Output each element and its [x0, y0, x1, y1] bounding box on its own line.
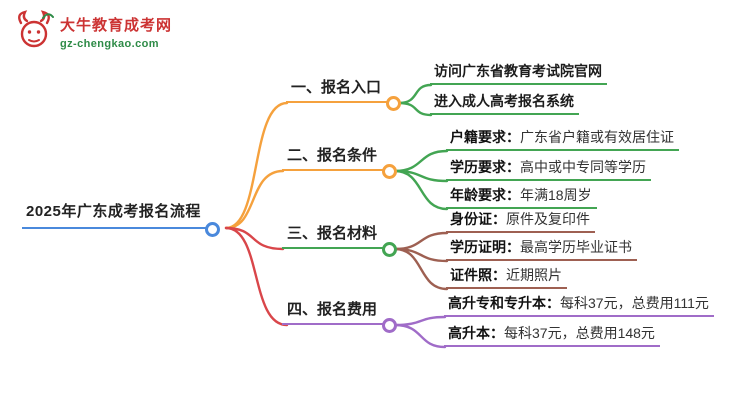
leaf-node-materials-3: 证件照：近期照片	[446, 266, 567, 289]
leaf-node-entry-2: 进入成人高考报名系统	[430, 92, 579, 115]
leaf-text: 每科37元，总费用148元	[504, 325, 655, 341]
connector-entry-leaf2	[397, 101, 433, 117]
leaf-node-fees-2: 高升本：每科37元，总费用148元	[444, 324, 660, 347]
logo-title: 大牛教育成考网	[60, 17, 173, 34]
branch-conditions-label: 二、报名条件	[282, 146, 384, 171]
connector-fees-leaf2	[393, 323, 447, 349]
branch-fees-label: 四、报名费用	[282, 300, 384, 325]
leaf-node-materials-2: 学历证明：最高学历毕业证书	[446, 238, 637, 261]
connector-fees-leaf1	[393, 315, 447, 327]
logo: 大牛教育成考网 gz-chengkao.com	[14, 10, 172, 52]
leaf-node-fees-1: 高升专和专升本：每科37元，总费用111元	[444, 294, 714, 317]
connector-conditions-leaf1	[393, 149, 449, 173]
root-node: 2025年广东成考报名流程	[22, 202, 220, 237]
connector-entry-leaf1	[397, 83, 433, 105]
branch-node-conditions: 二、报名条件	[282, 146, 397, 179]
bull-logo-icon	[18, 10, 54, 48]
branch-conditions-dot	[382, 164, 397, 179]
leaf-node-materials-1: 身份证：原件及复印件	[446, 210, 595, 233]
connector-root-fees	[224, 226, 289, 327]
leaf-text: 最高学历毕业证书	[520, 239, 632, 255]
connector-materials-leaf1	[393, 231, 449, 251]
leaf-text: 每科37元，总费用111元	[560, 295, 709, 311]
leaf-text: 近期照片	[506, 267, 562, 283]
leaf-node-entry-1: 访问广东省教育考试院官网	[430, 62, 607, 85]
leaf-prefix: 学历证明：	[450, 239, 520, 255]
connector-root-entry	[224, 101, 289, 230]
branch-node-materials: 三、报名材料	[282, 224, 397, 257]
leaf-text: 高中或中专同等学历	[520, 159, 646, 175]
root-dot	[204, 222, 220, 237]
connector-materials-leaf3	[393, 247, 449, 291]
leaf-text: 访问广东省教育考试院官网	[434, 63, 602, 79]
branch-materials-dot	[382, 242, 397, 257]
leaf-node-conditions-1: 户籍要求：广东省户籍或有效居住证	[446, 128, 679, 151]
branch-fees-dot	[382, 318, 397, 333]
leaf-text: 原件及复印件	[506, 211, 590, 227]
leaf-text: 年满18周岁	[520, 187, 592, 203]
branch-node-fees: 四、报名费用	[282, 300, 397, 333]
leaf-prefix: 年龄要求：	[450, 187, 520, 203]
root-label: 2025年广东成考报名流程	[22, 202, 207, 229]
leaf-prefix: 证件照：	[450, 267, 506, 283]
leaf-node-conditions-3: 年龄要求：年满18周岁	[446, 186, 597, 209]
leaf-text: 进入成人高考报名系统	[434, 93, 574, 109]
connector-root-conditions	[224, 169, 285, 230]
leaf-prefix: 高升专和专升本：	[448, 295, 560, 311]
branch-materials-label: 三、报名材料	[282, 224, 384, 249]
branch-entry-label: 一、报名入口	[286, 78, 388, 103]
leaf-node-conditions-2: 学历要求：高中或中专同等学历	[446, 158, 651, 181]
leaf-prefix: 高升本：	[448, 325, 504, 341]
leaf-prefix: 学历要求：	[450, 159, 520, 175]
leaf-prefix: 身份证：	[450, 211, 506, 227]
branch-node-entry: 一、报名入口	[286, 78, 401, 111]
branch-entry-dot	[386, 96, 401, 111]
logo-domain: gz-chengkao.com	[60, 38, 159, 50]
connector-conditions-leaf3	[393, 169, 449, 211]
leaf-prefix: 户籍要求：	[450, 129, 520, 145]
connector-root-materials	[224, 226, 285, 251]
leaf-text: 广东省户籍或有效居住证	[520, 129, 674, 145]
